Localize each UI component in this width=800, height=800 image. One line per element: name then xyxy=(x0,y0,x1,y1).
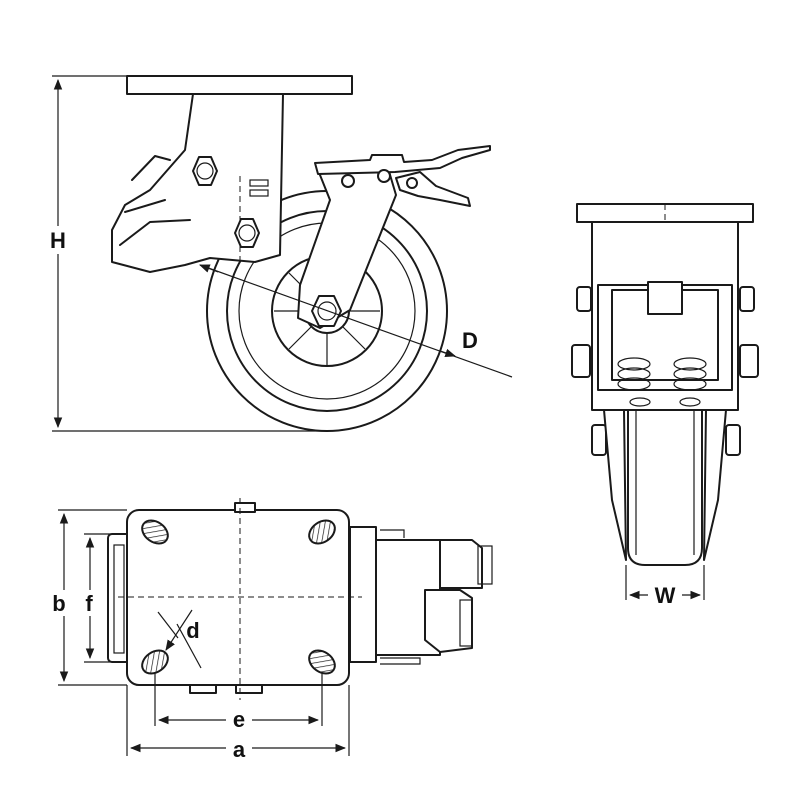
brake-pedal xyxy=(314,145,491,175)
spring-right xyxy=(673,357,707,391)
mounting-hole xyxy=(308,649,336,675)
dimension-label-b: b xyxy=(52,591,65,616)
top-view: d b f e a xyxy=(50,498,493,762)
dimension-label-a: a xyxy=(233,737,246,762)
hex-nut xyxy=(234,218,260,248)
dimension-label-D: D xyxy=(462,328,478,353)
dimension-line-d xyxy=(165,609,193,651)
mounting-hole xyxy=(141,519,169,545)
side-view: H D xyxy=(44,75,513,432)
front-view: W xyxy=(571,203,759,608)
dimension-label-H: H xyxy=(50,228,66,253)
front-wheel xyxy=(627,409,703,566)
dimension-line-D xyxy=(199,264,513,378)
top-plate xyxy=(126,75,353,95)
dimension-label-d: d xyxy=(186,618,199,643)
dimension-label-W: W xyxy=(655,583,676,608)
dimension-label-f: f xyxy=(85,591,93,616)
brake-housing xyxy=(349,526,377,663)
dimension-label-e: e xyxy=(233,707,245,732)
hex-nut xyxy=(192,156,218,186)
mounting-hole xyxy=(141,649,169,675)
mounting-hole xyxy=(308,519,336,545)
spring-left xyxy=(617,357,651,391)
